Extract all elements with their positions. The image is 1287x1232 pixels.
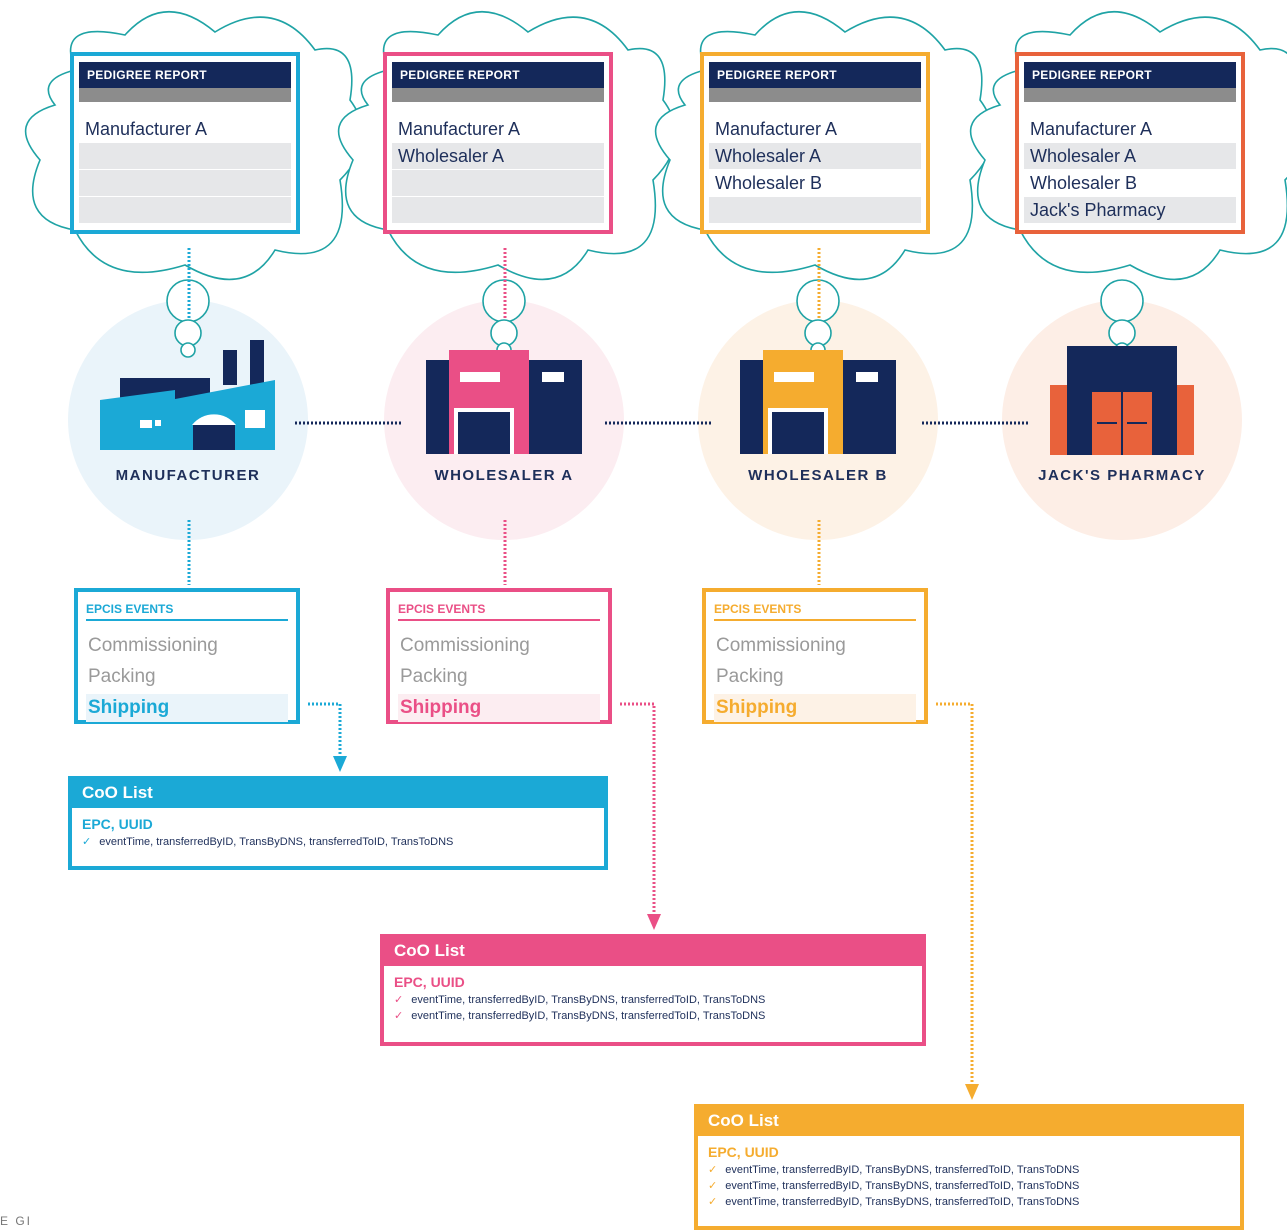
- coo-list-epc: EPC, UUID: [82, 816, 153, 832]
- pedigree-report-title: PEDIGREE REPORT: [1024, 62, 1236, 88]
- epcis-events-title: EPCIS EVENTS: [86, 602, 288, 621]
- pedigree-report-row: Jack's Pharmacy: [1024, 197, 1236, 223]
- pedigree-report-row: Wholesaler A: [709, 143, 921, 169]
- arrow-connector: [936, 702, 974, 1086]
- pedigree-report-row: Manufacturer A: [85, 119, 208, 139]
- warehouse-icon: [740, 350, 896, 454]
- pedigree-report-row: Manufacturer A: [715, 119, 838, 139]
- arrow-head: [647, 914, 661, 930]
- epcis-event-item: Commissioning: [88, 635, 218, 656]
- node-label: MANUFACTURER: [115, 467, 261, 484]
- check-icon: ✓: [82, 836, 92, 848]
- epcis-event-item: Packing: [400, 666, 468, 687]
- epcis-event-item: Commissioning: [400, 635, 530, 656]
- pedigree-report-row: Manufacturer A: [1030, 119, 1153, 139]
- pedigree-report-row: Wholesaler B: [1030, 173, 1138, 193]
- pedigree-report-row: Wholesaler B: [715, 173, 823, 193]
- pedigree-report-title: PEDIGREE REPORT: [392, 62, 604, 88]
- check-icon: ✓: [708, 1180, 718, 1192]
- pedigree-report: PEDIGREE REPORT Manufacturer A Wholesaler …: [383, 52, 613, 234]
- pedigree-report-row: Wholesaler A: [1024, 143, 1236, 169]
- pedigree-report-row: [79, 143, 291, 169]
- coo-list-line: ✓ eventTime, transferredByID, TransByDNS,…: [698, 1194, 1240, 1210]
- coo-list-line-text: eventTime, transferredByID, TransByDNS, …: [99, 836, 454, 848]
- coo-list-title: CoO List: [72, 780, 604, 808]
- pedigree-report-row: [392, 170, 604, 196]
- check-icon: ✓: [708, 1164, 718, 1176]
- epcis-event-item: Shipping: [398, 694, 600, 722]
- epcis-event-item: Packing: [88, 666, 156, 687]
- node-label: WHOLESALER B: [748, 467, 888, 484]
- pedigree-report-row: [79, 197, 291, 223]
- thought-bubble-medium: [804, 319, 832, 347]
- coo-list-line: ✓ eventTime, transferredByID, TransByDNS,…: [72, 834, 604, 850]
- thought-bubble-small: [180, 342, 196, 358]
- coo-list-line: ✓ eventTime, transferredByID, TransByDNS,…: [384, 992, 922, 1008]
- pedigree-report: PEDIGREE REPORT Manufacturer A Wholesaler …: [1015, 52, 1245, 234]
- arrow-connector: [620, 702, 656, 916]
- coo-list-epc: EPC, UUID: [394, 974, 465, 990]
- pedigree-report-title: PEDIGREE REPORT: [709, 62, 921, 88]
- thought-bubble-large: [1100, 279, 1144, 323]
- epcis-event-item: Shipping: [714, 694, 916, 722]
- coo-list-epc: EPC, UUID: [708, 1144, 779, 1160]
- node-label: JACK'S PHARMACY: [1038, 467, 1206, 484]
- pedigree-report-row: Wholesaler A: [392, 143, 604, 169]
- pharmacy-icon: [1050, 346, 1194, 455]
- thought-bubble-medium: [1108, 319, 1136, 347]
- epcis-event-item: Commissioning: [716, 635, 846, 656]
- coo-list-line: ✓ eventTime, transferredByID, TransByDNS,…: [698, 1162, 1240, 1178]
- coo-list-title: CoO List: [698, 1108, 1240, 1136]
- epcis-event-item: Shipping: [86, 694, 288, 722]
- pedigree-report-row: [392, 197, 604, 223]
- pedigree-report-divider: [79, 88, 291, 102]
- pedigree-report-row: [709, 197, 921, 223]
- epcis-events-title: EPCIS EVENTS: [714, 602, 916, 621]
- coo-list-line-text: eventTime, transferredByID, TransByDNS, …: [411, 994, 766, 1006]
- factory-icon: [100, 340, 275, 450]
- pedigree-report-row: [79, 170, 291, 196]
- coo-list-line-text: eventTime, transferredByID, TransByDNS, …: [725, 1164, 1080, 1176]
- check-icon: ✓: [394, 994, 404, 1006]
- pedigree-report: PEDIGREE REPORT Manufacturer A: [70, 52, 300, 234]
- pedigree-report-divider: [392, 88, 604, 102]
- epcis-event-item: Packing: [716, 666, 784, 687]
- arrow-head: [333, 756, 347, 772]
- coo-list-line-text: eventTime, transferredByID, TransByDNS, …: [725, 1180, 1080, 1192]
- pedigree-report-divider: [1024, 88, 1236, 102]
- node-label: WHOLESALER A: [434, 467, 574, 484]
- arrow-connector: [308, 702, 342, 758]
- coo-list-line: ✓ eventTime, transferredByID, TransByDNS,…: [384, 1008, 922, 1024]
- pedigree-report-row: Manufacturer A: [398, 119, 521, 139]
- epcis-events-title: EPCIS EVENTS: [398, 602, 600, 621]
- arrow-head: [965, 1084, 979, 1100]
- pedigree-report-title: PEDIGREE REPORT: [79, 62, 291, 88]
- warehouse-icon: [426, 350, 582, 454]
- margin-text: E GI: [0, 1214, 33, 1228]
- pedigree-report: PEDIGREE REPORT Manufacturer A Wholesaler …: [700, 52, 930, 234]
- check-icon: ✓: [394, 1010, 404, 1022]
- thought-bubble-medium: [490, 319, 518, 347]
- check-icon: ✓: [708, 1196, 718, 1208]
- thought-bubble-medium: [174, 319, 202, 347]
- coo-list-line: ✓ eventTime, transferredByID, TransByDNS,…: [698, 1178, 1240, 1194]
- pedigree-report-divider: [709, 88, 921, 102]
- coo-list-line-text: eventTime, transferredByID, TransByDNS, …: [725, 1196, 1080, 1208]
- coo-list-line-text: eventTime, transferredByID, TransByDNS, …: [411, 1010, 766, 1022]
- coo-list-title: CoO List: [384, 938, 922, 966]
